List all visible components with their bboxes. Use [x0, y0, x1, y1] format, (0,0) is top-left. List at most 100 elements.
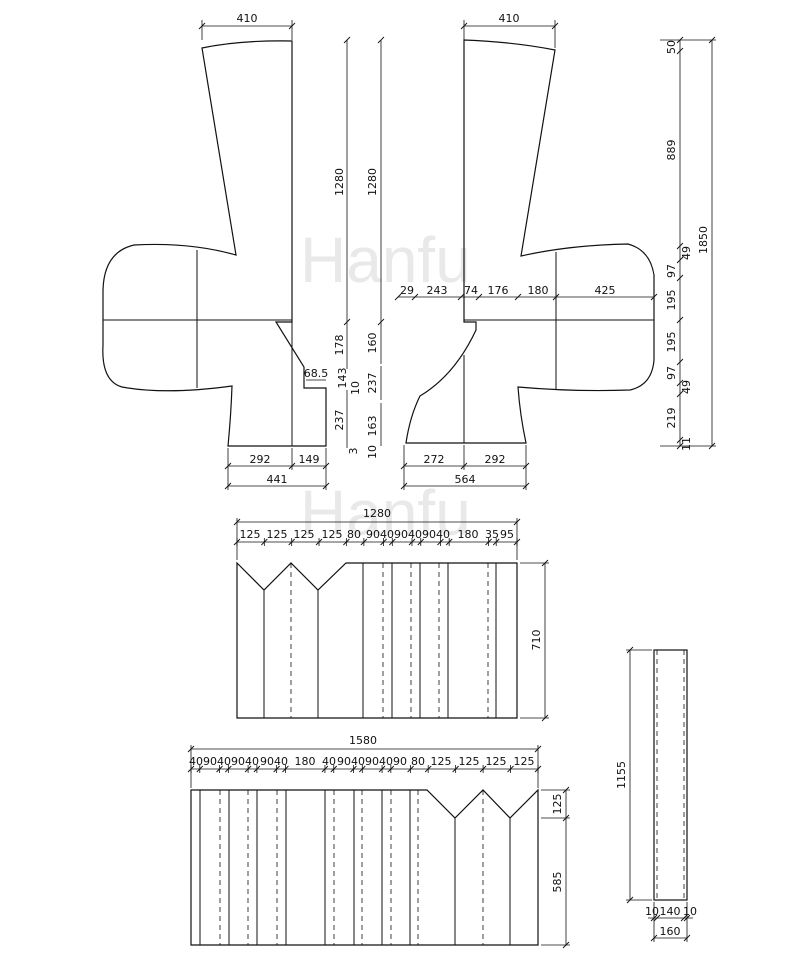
dim-label: 160	[660, 925, 681, 938]
dim-label: 10	[349, 381, 362, 395]
dim-tick	[650, 934, 658, 942]
dim-tick	[676, 316, 684, 324]
dim-label: 178	[333, 335, 346, 356]
dim-label: 50	[665, 40, 678, 54]
segment-label: 90	[366, 528, 380, 541]
dim-label: 10	[645, 905, 659, 918]
dim-label: 97	[665, 264, 678, 278]
dim-tick	[562, 786, 570, 794]
segment-ticks	[187, 765, 542, 773]
dim-tick	[400, 482, 408, 490]
dim-tick	[683, 934, 691, 942]
segment-label: 35	[485, 528, 499, 541]
dim-label: 160	[366, 333, 379, 354]
dim-tick	[626, 896, 634, 904]
dim-label: 564	[455, 473, 476, 486]
dim-label: 180	[528, 284, 549, 297]
segment-label: 90	[394, 528, 408, 541]
dim-label: 195	[665, 290, 678, 311]
dim-tick	[460, 22, 468, 30]
dim-tick	[541, 559, 549, 567]
dim-label: 68.5	[304, 367, 329, 380]
segment-label: 125	[322, 528, 343, 541]
dim-tick	[676, 36, 684, 44]
segment-label: 125	[267, 528, 288, 541]
back-piece-outline	[405, 39, 655, 444]
skirt-upper-outline	[236, 561, 518, 719]
dim-tick	[708, 442, 716, 450]
dim-tick	[198, 22, 206, 30]
dim-label: 49	[680, 246, 693, 260]
dim-tick	[224, 482, 232, 490]
skirt-upper-panel: 1280 125 125 125 125 80 90 40 90 40 90 4…	[233, 507, 549, 722]
dim-tick	[680, 914, 688, 922]
dim-tick	[288, 22, 296, 30]
dim-tick	[676, 379, 684, 387]
dim-tick	[676, 242, 684, 250]
dim-tick	[676, 274, 684, 282]
dim-label: 292	[485, 453, 506, 466]
watermark-top: Hanfu	[300, 224, 471, 296]
dim-tick	[551, 22, 559, 30]
dim-tick	[650, 914, 658, 922]
dim-label: 272	[424, 453, 445, 466]
dim-label: 410	[499, 12, 520, 25]
dim-tick	[288, 462, 296, 470]
dim-label: 176	[488, 284, 509, 297]
segment-label: 125	[240, 528, 261, 541]
dim-tick	[683, 914, 691, 922]
segment-label: 125	[514, 755, 535, 768]
segment-label: 40	[379, 755, 393, 768]
segment-label: 90	[365, 755, 379, 768]
dim-label: 710	[530, 630, 543, 651]
segment-label: 125	[294, 528, 315, 541]
dim-label: 195	[665, 332, 678, 353]
segment-label: 40	[217, 755, 231, 768]
dim-tick	[411, 293, 419, 301]
dim-label: 219	[665, 408, 678, 429]
dim-tick	[676, 47, 684, 55]
dim-label: 243	[427, 284, 448, 297]
watermark-middle: Hanfu	[300, 477, 471, 549]
dim-tick	[552, 293, 560, 301]
dim-tick	[676, 436, 684, 444]
dim-label: 410	[237, 12, 258, 25]
dim-tick	[626, 646, 634, 654]
waistband-outline	[653, 649, 688, 901]
dim-tick	[676, 442, 684, 450]
dim-tick	[322, 482, 330, 490]
dim-label: 237	[333, 410, 346, 431]
segment-label: 40	[436, 528, 450, 541]
dim-label: 149	[299, 453, 320, 466]
dim-label: 11	[680, 437, 693, 451]
dim-tick	[514, 293, 522, 301]
dim-tick	[562, 941, 570, 949]
segment-label: 125	[459, 755, 480, 768]
dim-tick	[541, 714, 549, 722]
dim-label: 1280	[366, 168, 379, 196]
dim-tick	[322, 462, 330, 470]
segment-label: 90	[393, 755, 407, 768]
segment-label: 90	[203, 755, 217, 768]
dim-label: 425	[595, 284, 616, 297]
dim-label: 1580	[349, 734, 377, 747]
dim-tick	[224, 462, 232, 470]
dim-tick	[343, 36, 351, 44]
dim-tick	[460, 462, 468, 470]
segment-label: 40	[380, 528, 394, 541]
segment-label: 95	[500, 528, 514, 541]
dim-label: 29	[400, 284, 414, 297]
dim-label: 1280	[363, 507, 391, 520]
segment-label: 180	[458, 528, 479, 541]
dim-tick	[653, 914, 661, 922]
segment-label: 40	[245, 755, 259, 768]
dim-label: 10	[366, 445, 379, 459]
dim-label: 3	[347, 448, 360, 455]
dim-label: 585	[551, 872, 564, 893]
dim-label: 1280	[333, 168, 346, 196]
segment-label: 90	[231, 755, 245, 768]
segment-label: 40	[351, 755, 365, 768]
dim-tick	[475, 293, 483, 301]
segment-ticks	[233, 538, 521, 546]
dim-tick	[708, 36, 716, 44]
